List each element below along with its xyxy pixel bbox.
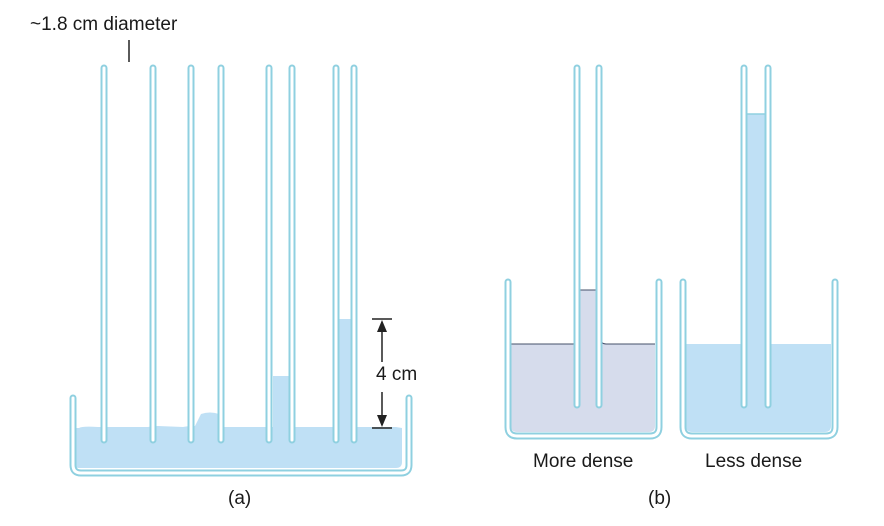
less-dense-fluid [686,114,831,432]
panel-a [69,40,413,477]
tube-4 [332,64,358,444]
dense-fluid [511,290,655,432]
diameter-label: ~1.8 cm diameter [30,14,178,35]
tube-1 [100,64,157,444]
tube-fluid-7 [339,319,354,428]
tube-3 [265,64,296,444]
tubes-a [100,64,358,444]
height-dimension [372,318,392,429]
tube-2 [187,64,225,444]
dense-tube [573,64,603,409]
caption-b: (b) [648,488,672,509]
less-dense-tube [740,64,772,409]
height-label: 4 cm [376,364,418,385]
more-dense-label: More dense [533,451,634,472]
less-dense-label: Less dense [705,451,803,472]
tube-fluid-5 [273,376,289,428]
panel-b-less-dense [679,64,839,440]
panel-b-dense [504,64,663,440]
caption-a: (a) [228,488,252,509]
